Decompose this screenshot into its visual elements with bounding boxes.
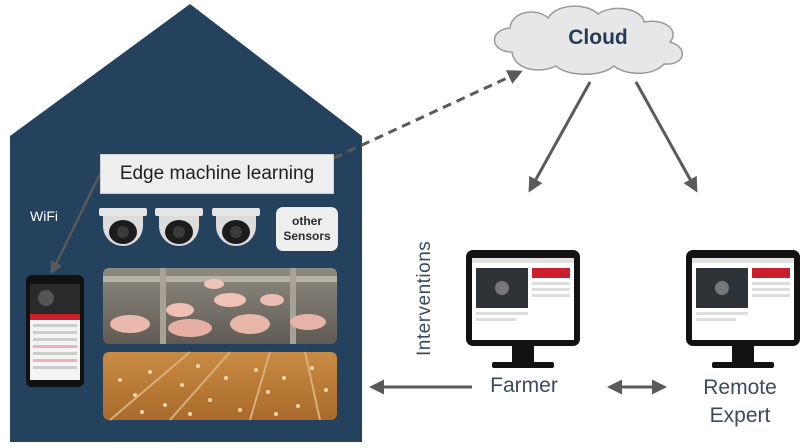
wifi-label: WiFi — [30, 208, 58, 224]
smartphone-icon — [26, 275, 84, 387]
dome-camera-icon — [155, 208, 203, 246]
pig-pen-photo — [103, 268, 337, 344]
remote-expert-label: Remote Expert — [690, 374, 790, 430]
dome-camera-icon — [99, 208, 147, 246]
wifi-link — [50, 173, 102, 275]
cloud-icon — [493, 5, 683, 75]
monitor-icon — [686, 250, 800, 368]
edge-to-cloud-arrow — [333, 70, 523, 160]
cloud-to-expert-arrow — [634, 81, 698, 193]
edge-ml-box: Edge machine learning — [100, 154, 334, 194]
farmer-label: Farmer — [490, 374, 558, 397]
cloud-to-farmer-arrow — [528, 81, 592, 193]
dome-camera-icon — [212, 208, 260, 246]
remote-expert-line1: Remote — [703, 376, 777, 399]
interventions-label: Interventions — [414, 240, 435, 356]
monitor-icon — [466, 250, 580, 368]
remote-expert-line2: Expert — [709, 404, 771, 427]
cloud-label: Cloud — [568, 26, 628, 49]
poultry-house-photo — [103, 351, 337, 421]
other-sensors-box: other Sensors — [276, 207, 338, 251]
